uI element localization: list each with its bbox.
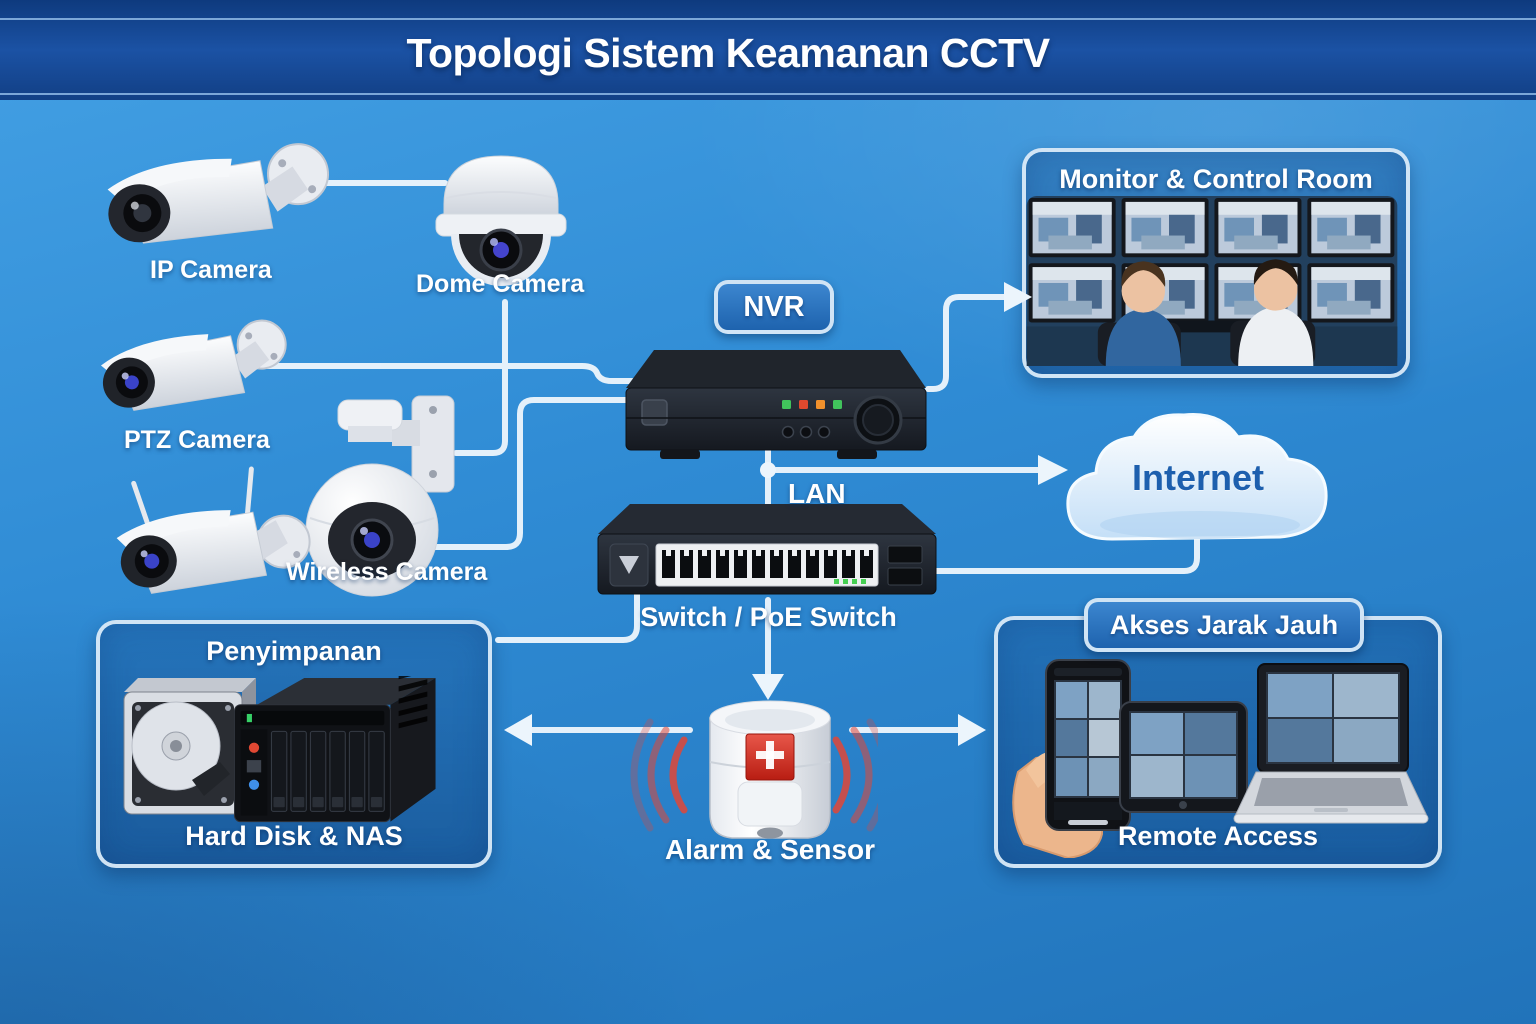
- nvr-led-green-1: [782, 400, 791, 409]
- nvr-led-red: [799, 400, 808, 409]
- remote-access-panel: Akses Jarak Jauh: [994, 598, 1442, 868]
- nvr-led-orange: [816, 400, 825, 409]
- nas-illustration: [234, 676, 436, 823]
- nas-power-led: [246, 713, 252, 723]
- wire-wireless-to-nvr: [259, 397, 635, 550]
- nvr-illustration: [625, 350, 927, 459]
- ip-camera-illustration: [107, 143, 330, 244]
- monitor-room-panel: Monitor & Control Room: [1022, 148, 1410, 378]
- arrowhead-to-remote: [958, 714, 986, 746]
- ip-camera-label: IP Camera: [150, 256, 272, 284]
- laptop-illustration: [1233, 663, 1429, 824]
- alarm-waves-left: [630, 718, 688, 832]
- switch-leds: [834, 579, 866, 584]
- wireless-camera-label: Wireless Camera: [286, 558, 488, 586]
- remote-access-title: Akses Jarak Jauh: [1109, 609, 1339, 640]
- monitor-room-title: Monitor & Control Room: [1059, 164, 1373, 194]
- switch-illustration: [597, 504, 937, 595]
- arrowhead-to-cloud: [1038, 455, 1068, 485]
- wire-ptz-to-nvr: [257, 363, 635, 384]
- internet-cloud: Internet: [1050, 405, 1346, 565]
- header-divider-top: [0, 18, 1536, 20]
- alarm-sensor-illustration: [630, 700, 878, 839]
- ptz-speed-dome-illustration: [305, 395, 455, 597]
- dome-camera-label: Dome Camera: [416, 270, 585, 298]
- remote-access-pill: Akses Jarak Jauh: [1084, 598, 1364, 652]
- wire-nvr-to-monitor: [925, 294, 1007, 392]
- storage-panel: Penyimpanan: [96, 620, 492, 868]
- remote-access-caption: Remote Access: [1117, 821, 1319, 851]
- storage-caption: Hard Disk & NAS: [185, 821, 403, 851]
- header-band: Topologi Sistem Keamanan CCTV: [0, 0, 1536, 100]
- wire-switch-to-storage: [495, 589, 640, 643]
- operator-right: [1230, 259, 1316, 366]
- internet-label: Internet: [1131, 457, 1264, 498]
- arrowhead-to-storage: [504, 714, 532, 746]
- wireless-camera-illustration: [116, 466, 311, 594]
- switch-label: Switch / PoE Switch: [640, 602, 897, 632]
- control-room-illustration: [1026, 196, 1398, 366]
- operator-left: [1097, 261, 1181, 366]
- storage-title: Penyimpanan: [206, 636, 382, 666]
- ptz-camera-label: PTZ Camera: [124, 426, 270, 454]
- ptz-camera-illustration: [100, 319, 287, 411]
- wire-dome-down: [453, 299, 508, 456]
- nvr-pill: NVR: [714, 280, 834, 334]
- lan-node-dot: [760, 462, 776, 478]
- page-title: Topologi Sistem Keamanan CCTV: [406, 30, 1050, 76]
- arrowhead-to-alarm: [752, 674, 784, 700]
- arrowhead-to-monitor: [1004, 282, 1032, 312]
- cloud-icon: [1066, 412, 1328, 541]
- smartphone-in-hand-illustration: [1012, 659, 1131, 858]
- header-divider-bottom: [0, 93, 1536, 95]
- alarm-sensor-label: Alarm & Sensor: [664, 834, 876, 865]
- lan-label: LAN: [788, 478, 846, 509]
- nvr-label: NVR: [743, 290, 805, 323]
- wire-cloud-to-switch: [933, 519, 1200, 574]
- alarm-waves-right: [832, 718, 878, 832]
- tablet-illustration: [1119, 701, 1248, 813]
- nvr-led-green-2: [833, 400, 842, 409]
- dome-camera-illustration: [435, 155, 567, 286]
